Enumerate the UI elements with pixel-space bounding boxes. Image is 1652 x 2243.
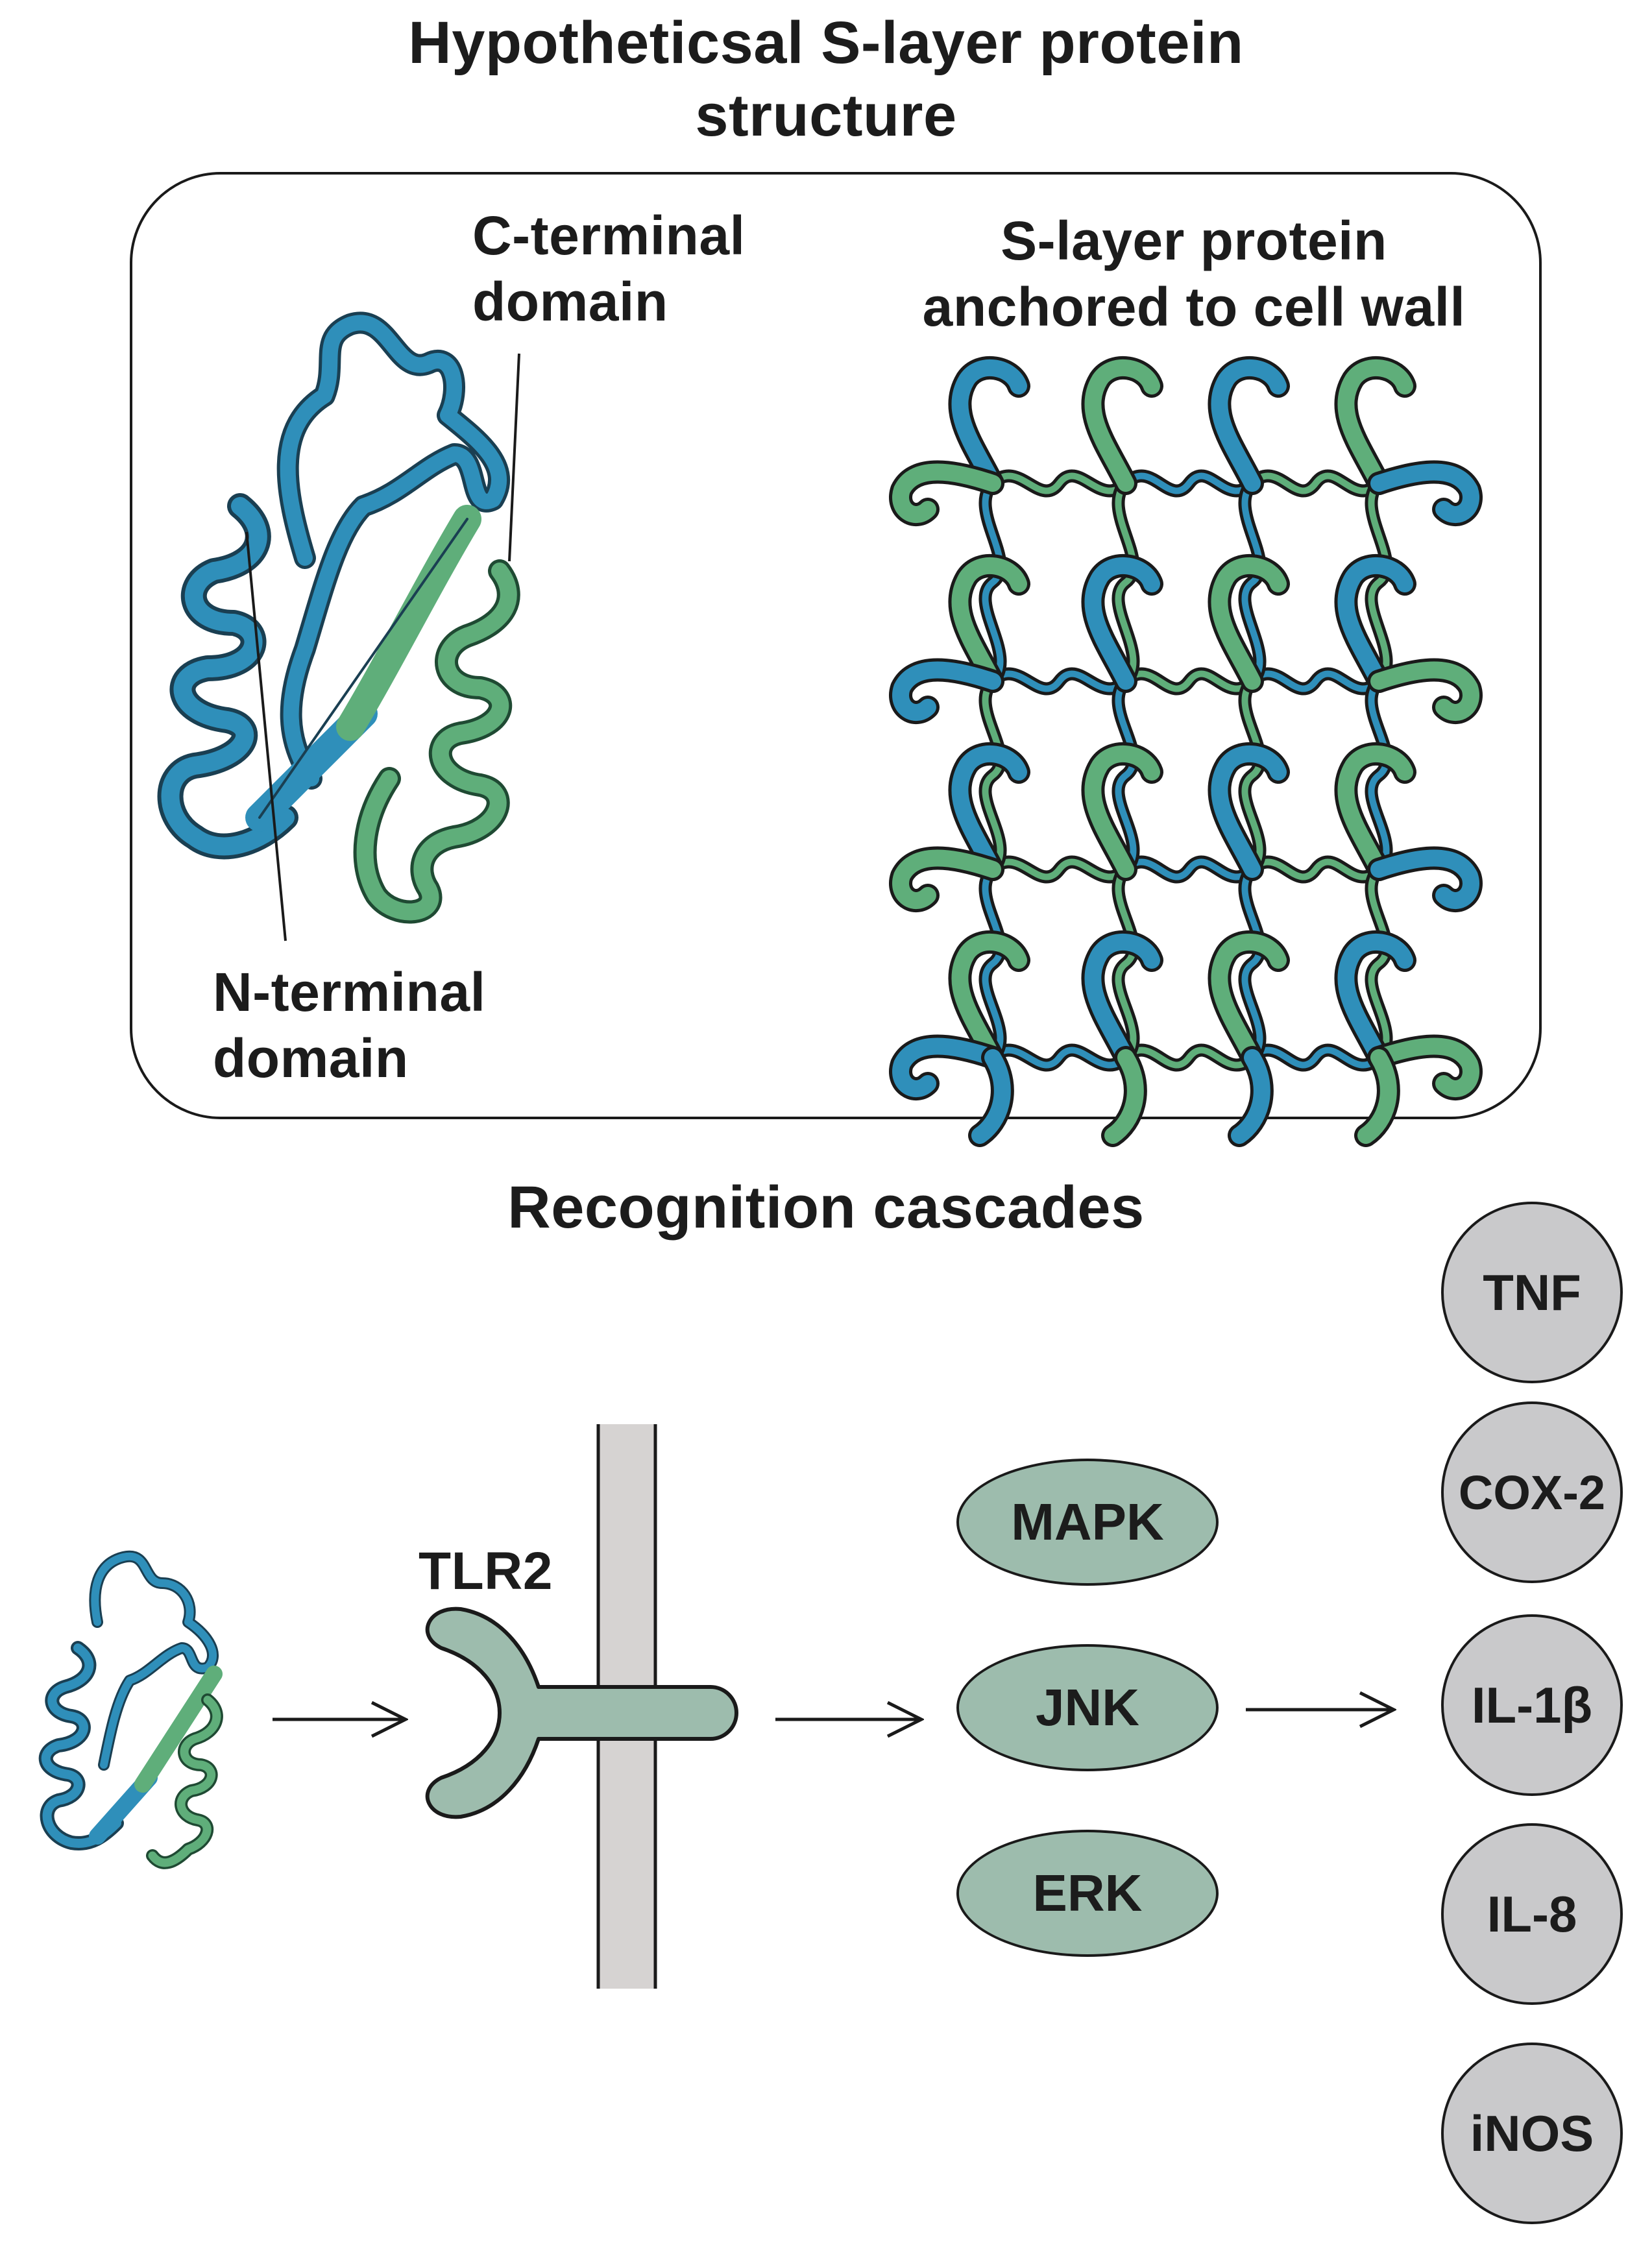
title-line-1: Hypotheticsal S-layer protein bbox=[408, 10, 1244, 76]
section-title-structure: Hypotheticsal S-layer protein structure bbox=[177, 6, 1475, 152]
cytokine-inos: iNOS bbox=[1441, 2043, 1623, 2224]
title-line-2: structure bbox=[695, 82, 957, 149]
cytokine-tnf: TNF bbox=[1441, 1202, 1623, 1383]
small-protein-icon bbox=[38, 1550, 223, 1869]
cytokine-il-1b: IL-1β bbox=[1441, 1614, 1623, 1796]
c-terminal-leader-line bbox=[508, 353, 520, 562]
anchored-label: S-layer protein anchored to cell wall bbox=[895, 208, 1492, 340]
section-title-cascade: Recognition cascades bbox=[507, 1174, 1145, 1241]
c-terminal-line-1: C-terminal bbox=[472, 205, 746, 266]
kinase-erk: ERK bbox=[956, 1830, 1219, 1957]
n-terminal-line-1: N-terminal bbox=[213, 962, 486, 1023]
cytokine-cox-2: COX-2 bbox=[1441, 1401, 1623, 1583]
protein-ribbon-icon bbox=[157, 311, 520, 924]
n-terminal-leader-line bbox=[245, 531, 287, 941]
cytokine-il-8: IL-8 bbox=[1441, 1823, 1623, 2005]
c-terminal-label: C-terminal domain bbox=[472, 202, 745, 335]
kinase-jnk: JNK bbox=[956, 1644, 1219, 1771]
anchored-line-1: S-layer protein bbox=[1001, 210, 1387, 271]
s-layer-lattice-icon bbox=[889, 356, 1483, 1147]
tlr2-label: TLR2 bbox=[419, 1542, 553, 1601]
n-terminal-line-2: domain bbox=[213, 1028, 409, 1089]
n-terminal-label: N-terminal domain bbox=[213, 959, 485, 1091]
structure-panel bbox=[130, 172, 1542, 1119]
anchored-line-2: anchored to cell wall bbox=[922, 276, 1466, 337]
c-terminal-line-2: domain bbox=[472, 271, 668, 332]
kinase-mapk: MAPK bbox=[956, 1459, 1219, 1586]
tlr2-receptor-icon bbox=[425, 1606, 738, 1819]
